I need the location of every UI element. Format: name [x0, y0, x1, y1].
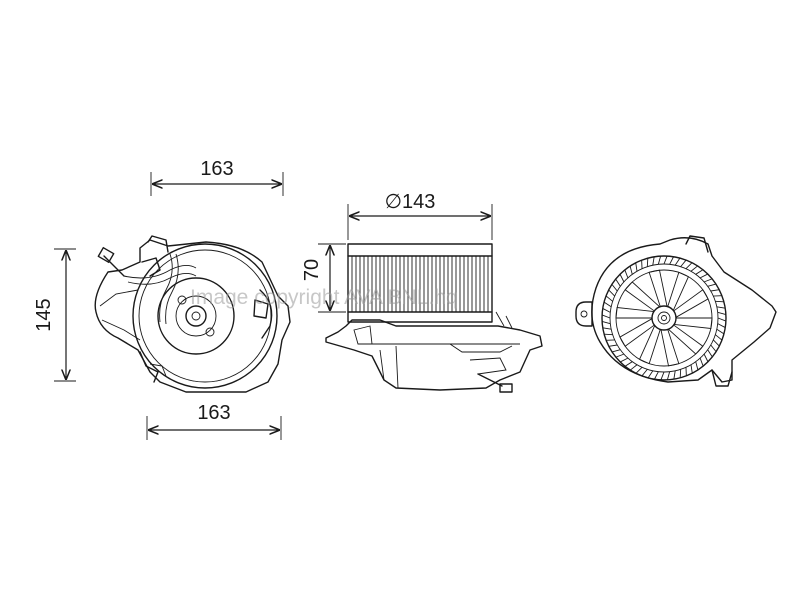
fan-rim-vane: [690, 364, 693, 374]
side-view: [325, 243, 543, 393]
fan-rim-vane: [629, 265, 633, 275]
fan-rim-vane: [611, 349, 621, 353]
fan-blade: [638, 325, 661, 365]
fan-rim-vane: [611, 284, 618, 292]
fan-rim-vane: [666, 371, 671, 381]
fan-blade: [624, 281, 660, 312]
watermark-text: Image copyright AVA BNL.hq: [190, 286, 458, 309]
dimension-label-diameter: ∅143: [385, 191, 436, 213]
fan-rim-vane: [673, 370, 676, 380]
fan-rim-vane: [615, 353, 625, 358]
fan-rim-vane: [615, 278, 621, 287]
fan-rim-vane: [602, 327, 612, 330]
fan-blade: [615, 307, 654, 319]
fan-rim-vane: [619, 274, 625, 283]
fan-rim-vane: [717, 311, 727, 316]
fan-rim-vane: [669, 256, 674, 265]
fan-rim-vane: [601, 320, 611, 325]
fan-rim-vane: [674, 257, 681, 266]
fan-rim-vane: [608, 344, 618, 347]
dimension-wheel-height: 70: [301, 243, 346, 313]
dimension-label-height: 145: [33, 298, 55, 331]
fan-rim-vane: [695, 269, 704, 275]
fan-rim-vane: [608, 289, 615, 297]
fan-rim-vane: [663, 255, 668, 265]
fan-rim-vane: [601, 314, 611, 319]
fan-rim-vane: [716, 306, 726, 309]
fan-rim-vane: [715, 334, 723, 341]
fan-rim-vane: [716, 328, 725, 335]
dimension-label-bottom-width: 163: [197, 402, 230, 424]
fan-rim-vane: [699, 357, 704, 367]
fan-rim-vane: [620, 357, 629, 363]
fan-rim-vane: [654, 371, 659, 380]
fan-rim-vane: [707, 283, 717, 287]
fan-rim-vane: [717, 317, 727, 322]
fan-rim-vane: [630, 364, 638, 371]
fan-rim-vane: [605, 295, 613, 302]
fan-rim-vane: [603, 301, 612, 308]
fan-rim-vane: [635, 262, 638, 272]
front-view: [94, 235, 291, 393]
fan-rim-vane: [657, 255, 662, 265]
fan-rim-vane: [710, 289, 720, 292]
fan-rim-vane: [602, 308, 611, 313]
dimension-bottom-width: 163: [146, 402, 282, 440]
fan-rim-vane: [624, 361, 633, 367]
fan-rim-vane: [699, 273, 708, 279]
dimension-height: 145: [33, 248, 76, 382]
fan-rim-vane: [703, 278, 713, 283]
fan-rim-vane: [660, 371, 665, 381]
fan-blade: [648, 269, 668, 307]
fan-rim-vane: [641, 369, 648, 377]
fan-blade: [667, 271, 690, 311]
fan-rim-vane: [703, 353, 709, 362]
fan-rim-vane: [710, 344, 717, 352]
fan-blade: [660, 329, 680, 367]
fan-rim-vane: [707, 349, 713, 358]
dimension-label-top-width: 163: [200, 158, 233, 180]
fan-rim-vane: [680, 259, 687, 267]
fan-rim-vane: [695, 361, 699, 371]
fan-rim-vane: [690, 265, 698, 272]
dimension-top-width: 163: [150, 158, 284, 196]
fan-rim-vane: [685, 262, 693, 269]
fan-rim-vane: [647, 370, 654, 379]
fan-blade: [673, 289, 709, 318]
dimension-label-wheel-height: 70: [301, 259, 323, 281]
fan-blade: [674, 317, 713, 329]
fan-rim-vane: [624, 269, 629, 279]
fan-rim-vane: [717, 323, 726, 328]
fan-blade: [668, 324, 704, 355]
fan-rim-vane: [713, 339, 720, 347]
rear-view: [575, 235, 777, 387]
fan-rim-vane: [635, 367, 643, 374]
dimension-diameter: ∅143: [347, 191, 493, 240]
fan-blade: [619, 318, 655, 347]
fan-rim-vane: [652, 256, 655, 266]
